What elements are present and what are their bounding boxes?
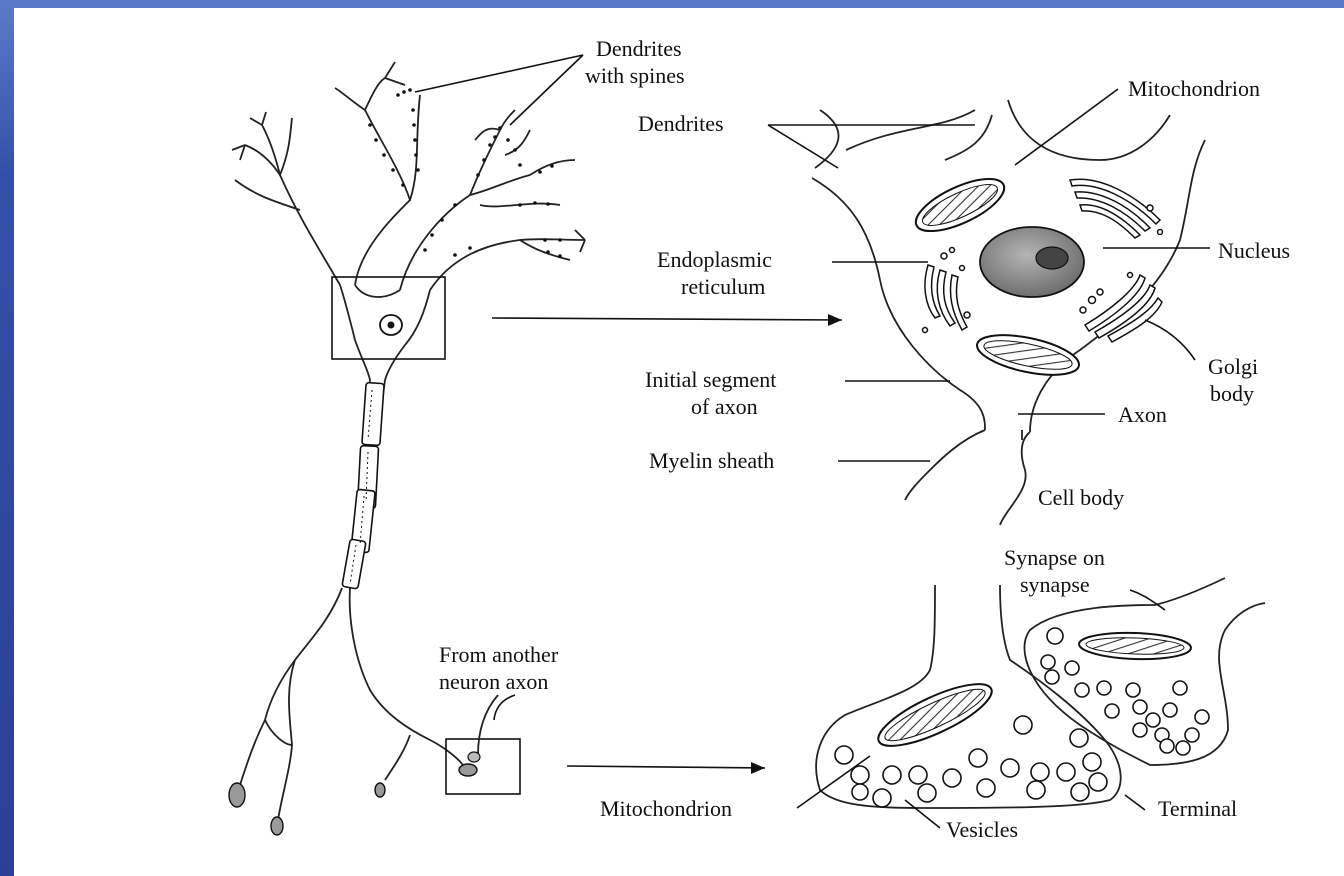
label-synapse-on: Synapse on — [1004, 545, 1105, 570]
synapse-mitochondria — [871, 631, 1191, 757]
diagram-labels: Dendrites with spines Mitochondrion Dend… — [439, 36, 1290, 842]
myelin-segments — [342, 382, 384, 589]
label-dendrites: Dendrites — [638, 111, 724, 136]
label-axon: Axon — [1118, 402, 1167, 427]
golgi-body — [1080, 273, 1162, 343]
nucleus — [980, 227, 1084, 297]
label-golgi-body: body — [1210, 381, 1254, 406]
whole-neuron — [229, 62, 585, 835]
leader-lines-bottom — [494, 590, 1165, 828]
label-golgi: Golgi — [1208, 354, 1258, 379]
dendrite-tree — [232, 62, 585, 290]
cell-body-detail — [415, 55, 1210, 525]
synapse-zoom-box — [446, 739, 520, 794]
label-mitochondrion-bottom: Mitochondrion — [600, 796, 732, 821]
label-synapse: synapse — [1020, 572, 1090, 597]
label-of-axon: of axon — [691, 394, 758, 419]
label-myelin-sheath: Myelin sheath — [649, 448, 774, 473]
label-endoplasmic: Endoplasmic — [657, 247, 772, 272]
label-dendrites-with-spines-1: Dendrites — [596, 36, 682, 61]
presynaptic-terminal-outline — [1024, 603, 1265, 765]
axon-terminal-buttons — [229, 764, 477, 835]
label-mitochondrion-top: Mitochondrion — [1128, 76, 1260, 101]
label-from-another: From another — [439, 642, 559, 667]
axon-initial — [905, 430, 1030, 525]
synapse-detail — [494, 578, 1265, 828]
endoplasmic-reticulum — [923, 248, 971, 333]
incoming-axon — [478, 695, 498, 755]
label-initial-segment: Initial segment — [645, 367, 776, 392]
soma-nucleolus — [388, 322, 395, 329]
label-reticulum: reticulum — [681, 274, 765, 299]
label-vesicles: Vesicles — [946, 817, 1018, 842]
label-nucleus: Nucleus — [1218, 238, 1290, 263]
axon-branches — [240, 588, 463, 820]
label-terminal: Terminal — [1158, 796, 1237, 821]
label-cell-body: Cell body — [1038, 485, 1124, 510]
nucleolus — [1036, 247, 1068, 269]
label-neuron-axon: neuron axon — [439, 669, 548, 694]
golgi-upper — [1070, 179, 1163, 238]
label-dendrites-with-spines-2: with spines — [585, 63, 685, 88]
leader-lines-top — [415, 55, 1210, 461]
